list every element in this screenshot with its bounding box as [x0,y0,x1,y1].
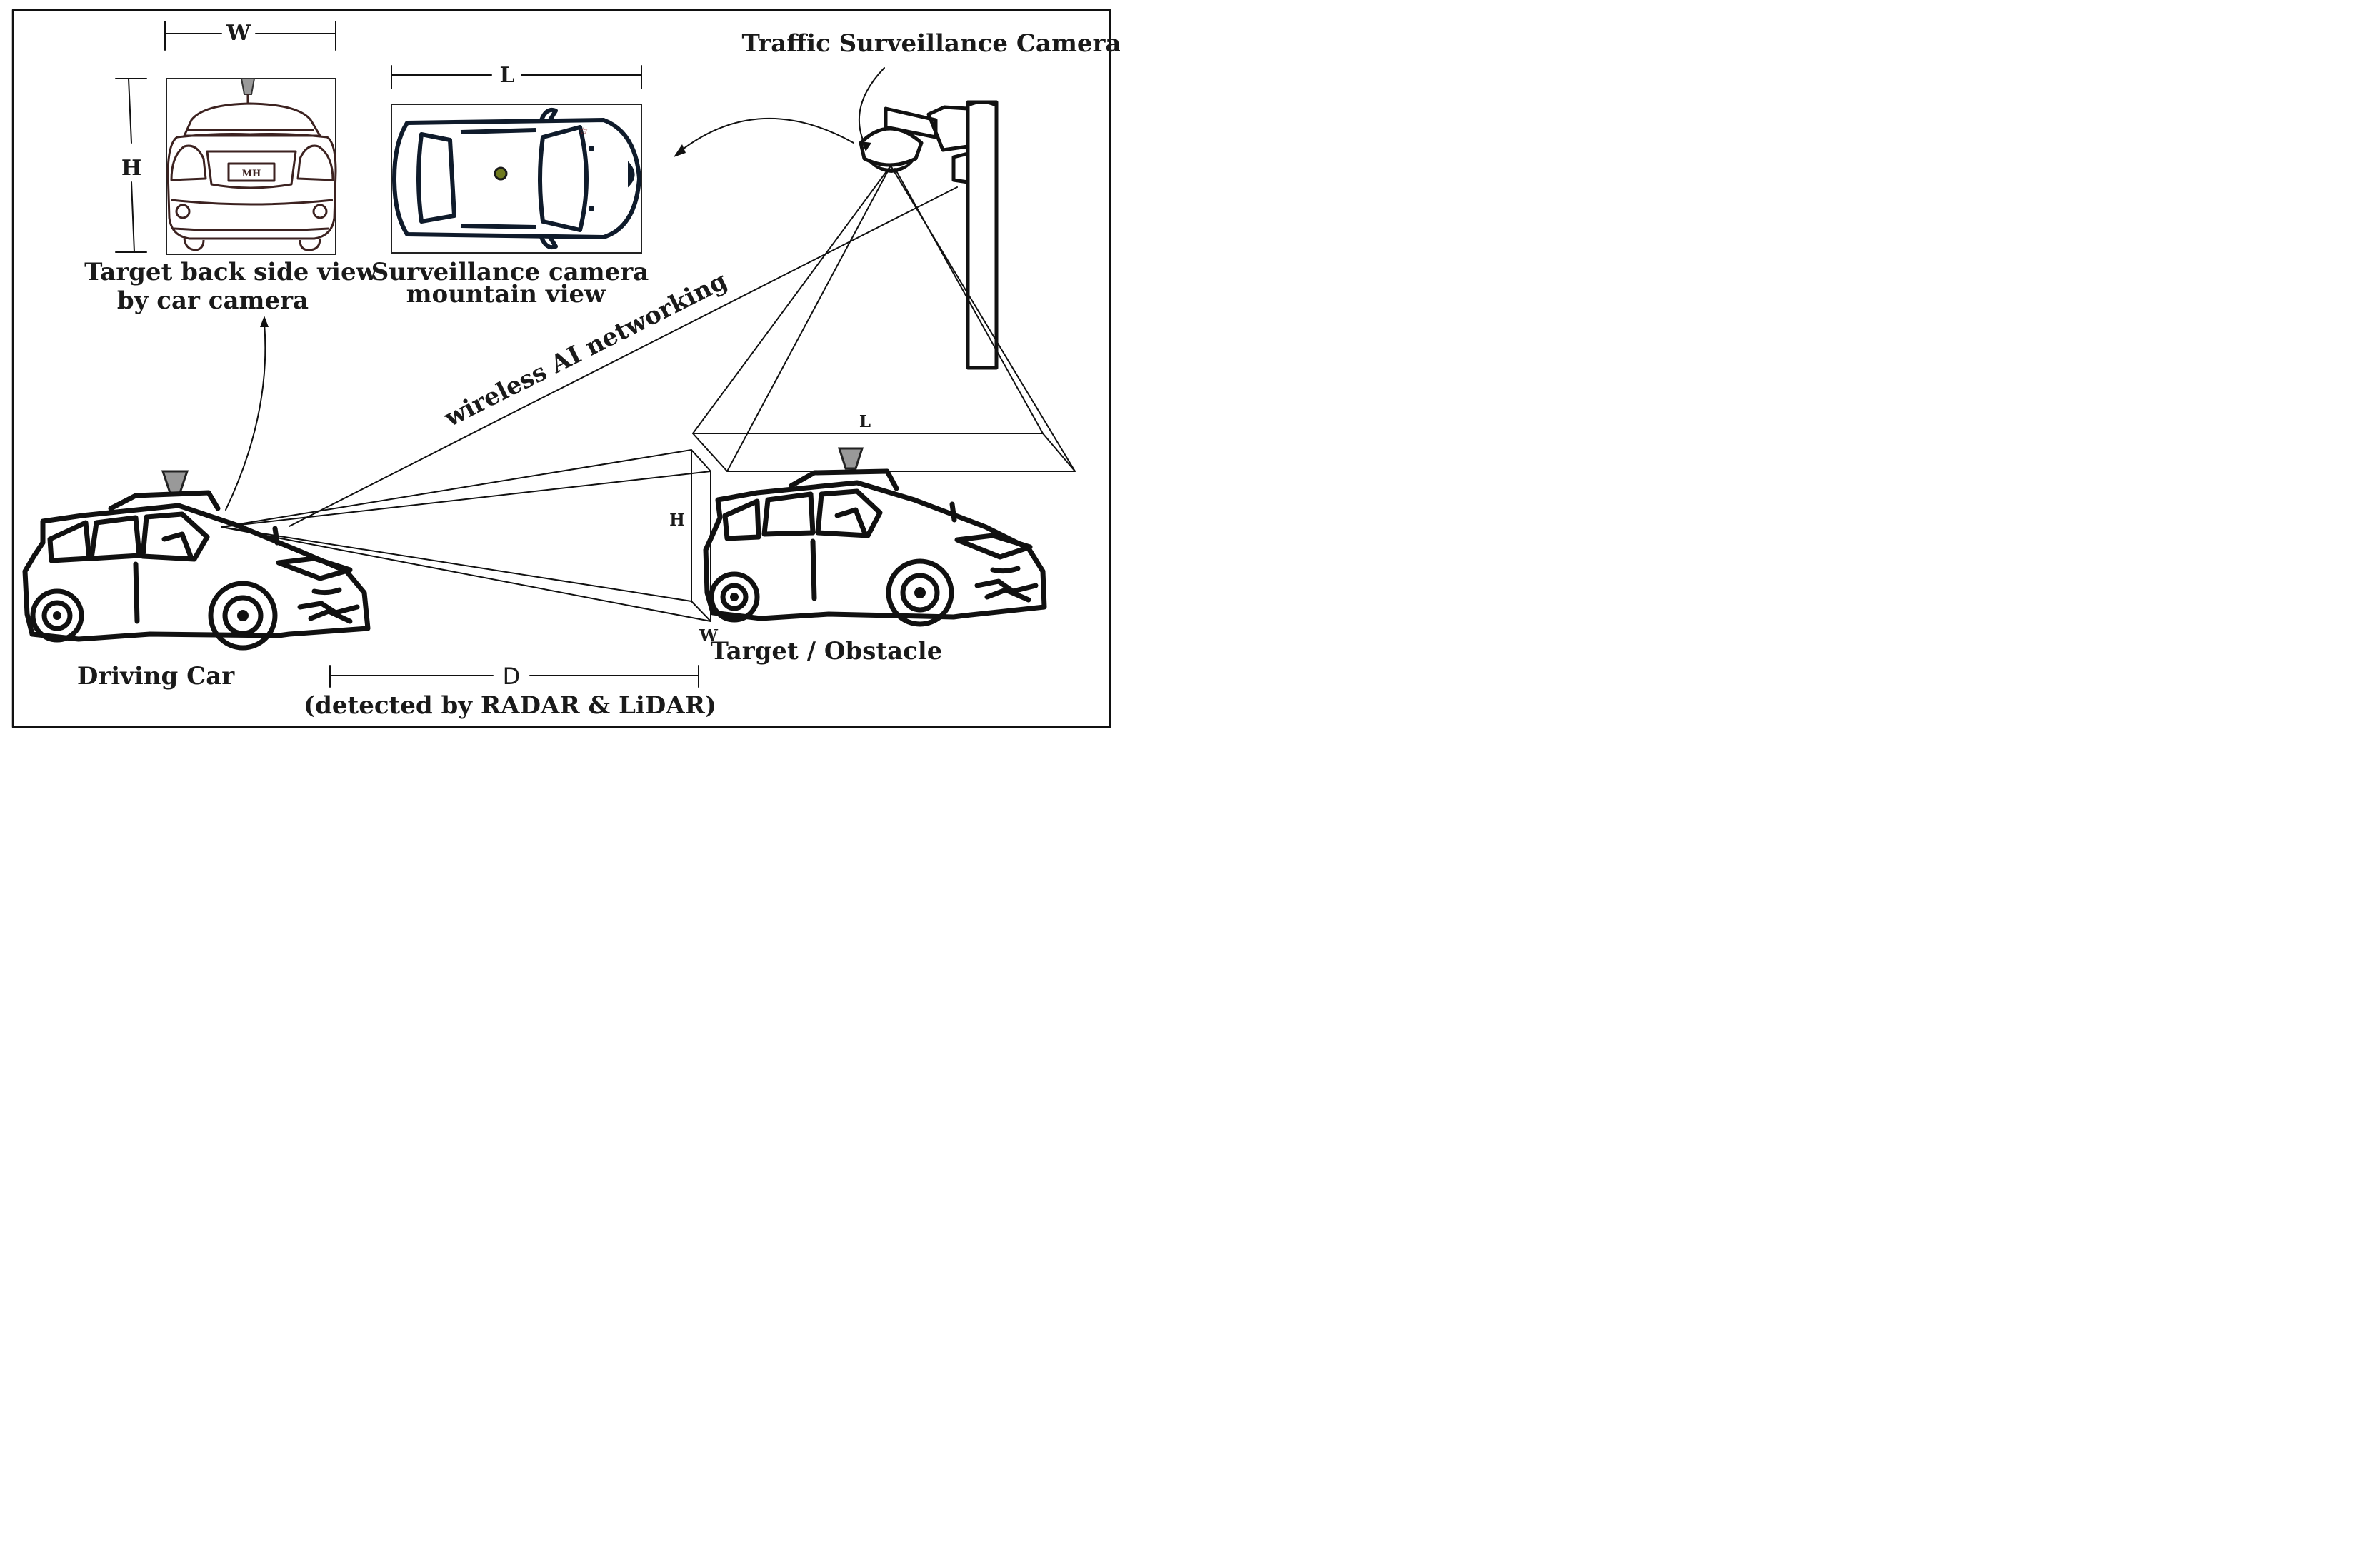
diagram-frame [11,9,1111,728]
top-view-box [391,104,642,254]
field-width-label: W [699,626,719,646]
camera-field-of-view: L [692,165,1076,472]
rear-sensor-dome [240,78,256,95]
distance-note: (detected by RADAR & LiDAR) [304,691,716,720]
back-view-panel: W H MH Target ba [84,21,378,315]
top-length-label: L [499,63,514,88]
camera-arm [884,106,938,139]
driving-car: Driving Car [22,470,371,691]
top-view-caption-line2: mountain view [406,280,606,309]
back-width-dimension: W [164,21,336,51]
car-top-illustration: ☆ [392,107,641,250]
camera-bracket [926,105,970,152]
back-view-box [166,78,336,255]
back-width-label: W [226,21,251,46]
roof-sensor-dot [494,166,508,181]
car-sensing-cone: H W [221,449,719,646]
system-diagram: W H MH Target ba [0,0,1120,733]
camera-dome-icon [866,159,916,173]
distance-label: D [503,663,521,690]
top-view-caption-line1: Surveillance camera [371,258,649,286]
driving-car-label: Driving Car [77,662,235,691]
traffic-camera-assembly: Traffic Surveillance Camera [674,29,1120,370]
license-plate-text: MH [242,169,261,179]
traffic-camera-label: Traffic Surveillance Camera [741,29,1120,58]
field-height-label: H [669,511,685,530]
top-view-panel: L ☆ Surveillance camera mountain view [371,63,649,309]
driving-car-sensor-dome [161,470,189,494]
camera-label-arrowhead [861,141,871,151]
camera-feed-arrow [225,322,266,511]
back-view-caption-line2: by car camera [117,286,309,315]
back-height-dimension: H [115,78,147,253]
back-view-caption-line1: Target back side view [84,258,377,286]
camera-housing [859,126,924,167]
distance-dimension: D (detected by RADAR & LiDAR) [304,663,716,720]
target-label: Target / Obstacle [711,637,943,666]
target-car: Target / Obstacle [703,447,1047,666]
top-length-dimension: L [391,63,642,89]
mirror-star-icon: ☆ [579,126,589,137]
back-height-label: H [121,156,141,181]
camera-feed-arrowhead [260,316,269,327]
car-rear-illustration: MH [166,78,337,251]
field-length-label: L [859,412,871,431]
wireless-link: wireless AI networking [289,186,958,527]
target-car-sensor-dome [837,447,864,470]
camera-pole [966,100,999,370]
pole-box [951,151,970,184]
license-plate [227,162,276,182]
diagram-svg: W H MH Target ba [11,9,1120,728]
top-view-arrowhead [674,144,686,157]
